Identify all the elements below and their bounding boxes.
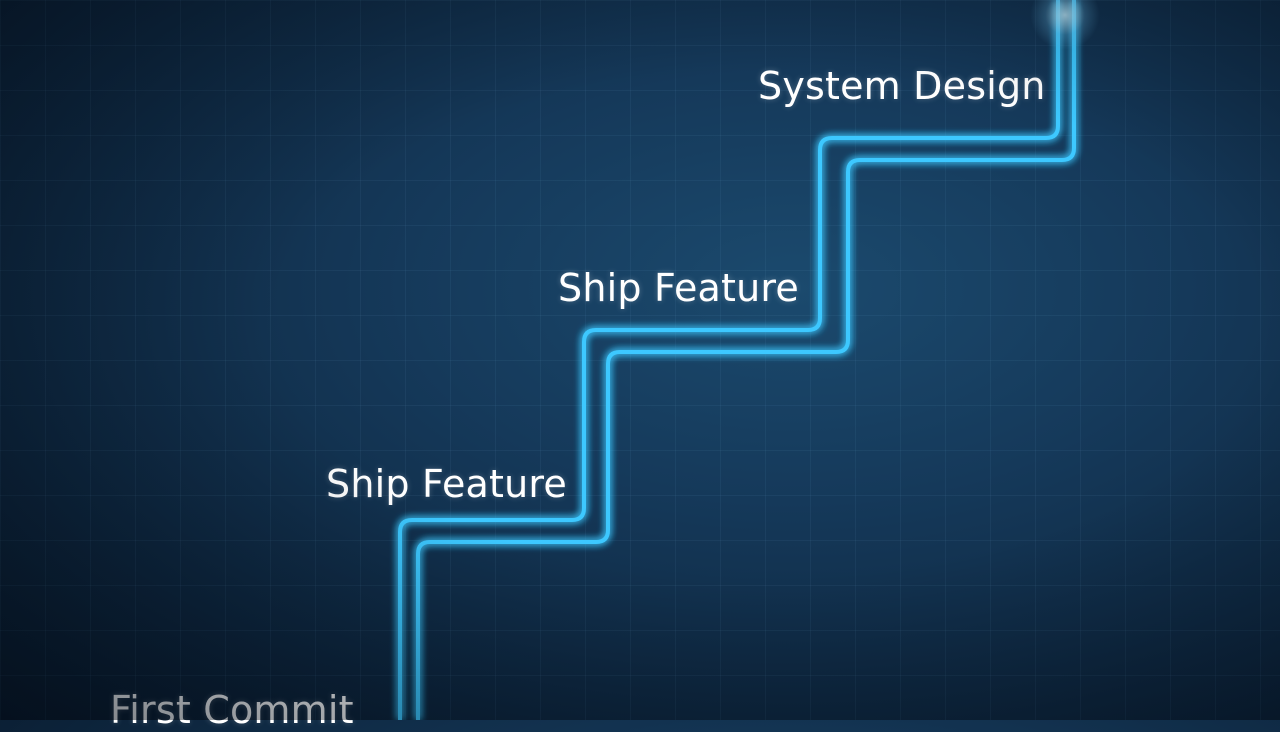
- step-label-ship-feature-1: Ship Feature: [326, 462, 567, 506]
- stair-line-outer: [398, 0, 1060, 720]
- step-label-first-commit: First Commit: [110, 688, 354, 732]
- top-light-flare: [1030, 0, 1100, 50]
- step-label-system-design: System Design: [758, 64, 1046, 108]
- stair-line-inner: [416, 0, 1076, 720]
- step-label-ship-feature-2: Ship Feature: [558, 266, 799, 310]
